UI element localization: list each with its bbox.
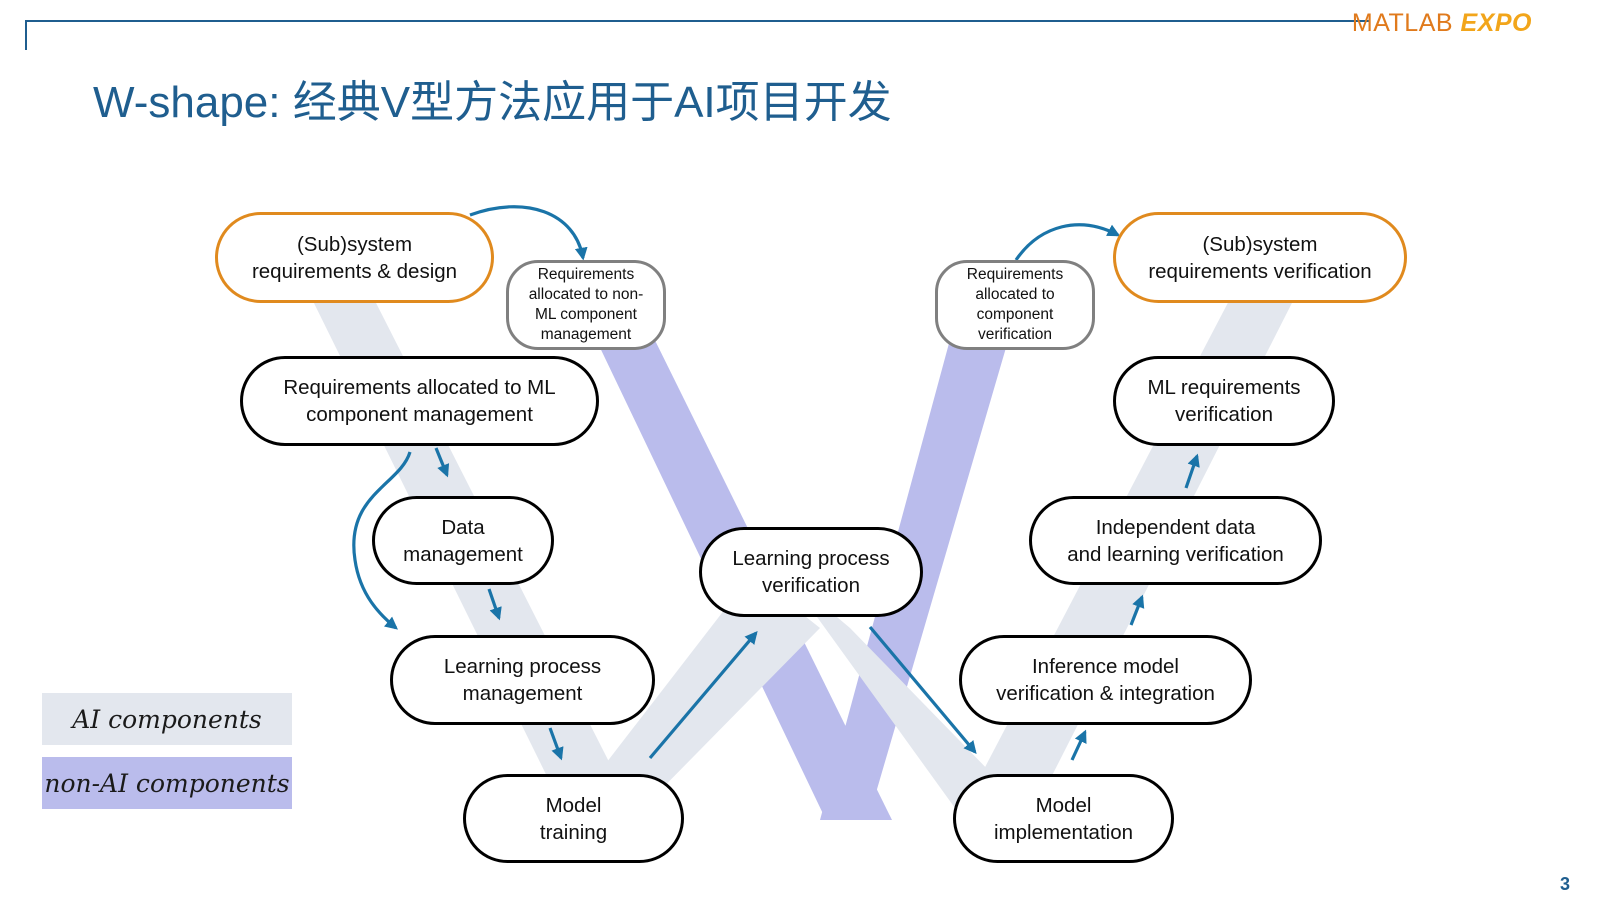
- header-rule: [25, 20, 1370, 22]
- requirements-ml-management-box: Requirements allocated to ML component m…: [240, 356, 599, 446]
- subsystem-requirements-design-box: (Sub)system requirements & design: [215, 212, 494, 303]
- logo-expo-text: EXPO: [1460, 9, 1532, 37]
- arrow-impl-to-inference: [1070, 729, 1087, 761]
- learning-process-verification-box: Learning process verification: [699, 527, 923, 617]
- subsystem-requirements-verification-box: (Sub)system requirements verification: [1113, 212, 1407, 303]
- arrow-inference-to-indep: [1129, 594, 1145, 626]
- arrow-indep-to-ml-req: [1184, 453, 1200, 489]
- learning-process-management-box: Learning process management: [390, 635, 655, 725]
- model-training-box: Model training: [463, 774, 684, 863]
- ai-band-inner-right: [786, 574, 1032, 815]
- matlab-expo-logo: MATLAB EXPO: [1352, 9, 1532, 38]
- arrow-to-data-mgmt: [434, 447, 450, 478]
- inference-verification-box: Inference model verification & integrati…: [959, 635, 1252, 725]
- independent-data-verification-box: Independent data and learning verificati…: [1029, 496, 1322, 585]
- data-management-box: Data management: [372, 496, 554, 585]
- flow-arrows: [352, 205, 1200, 761]
- requirements-non-ml-management-box: Requirements allocated to non- ML compon…: [506, 260, 666, 350]
- legend-non-ai-components: non-AI components: [42, 757, 292, 809]
- arrow-comp-verif-to-sub-verif: [1014, 223, 1121, 261]
- page-number: 3: [1559, 874, 1570, 894]
- arrow-lp-mgmt-to-training: [548, 727, 564, 761]
- header-rule-corner: [25, 20, 27, 50]
- arrow-to-lp-mgmt-curve: [352, 451, 412, 630]
- page-title: W-shape: 经典V型方法应用于AI项目开发: [93, 78, 892, 127]
- arrow-data-to-lp-mgmt: [487, 588, 502, 621]
- arrow-design-to-non-ml: [469, 205, 588, 261]
- arrow-training-to-verification: [648, 631, 758, 760]
- requirements-component-verification-box: Requirements allocated to component veri…: [935, 260, 1095, 350]
- logo-matlab-text: MATLAB: [1351, 9, 1454, 37]
- ml-requirements-verification-box: ML requirements verification: [1113, 356, 1335, 446]
- arrow-verification-to-impl: [868, 625, 977, 754]
- legend-ai-components: AI components: [42, 693, 292, 745]
- model-implementation-box: Model implementation: [953, 774, 1174, 863]
